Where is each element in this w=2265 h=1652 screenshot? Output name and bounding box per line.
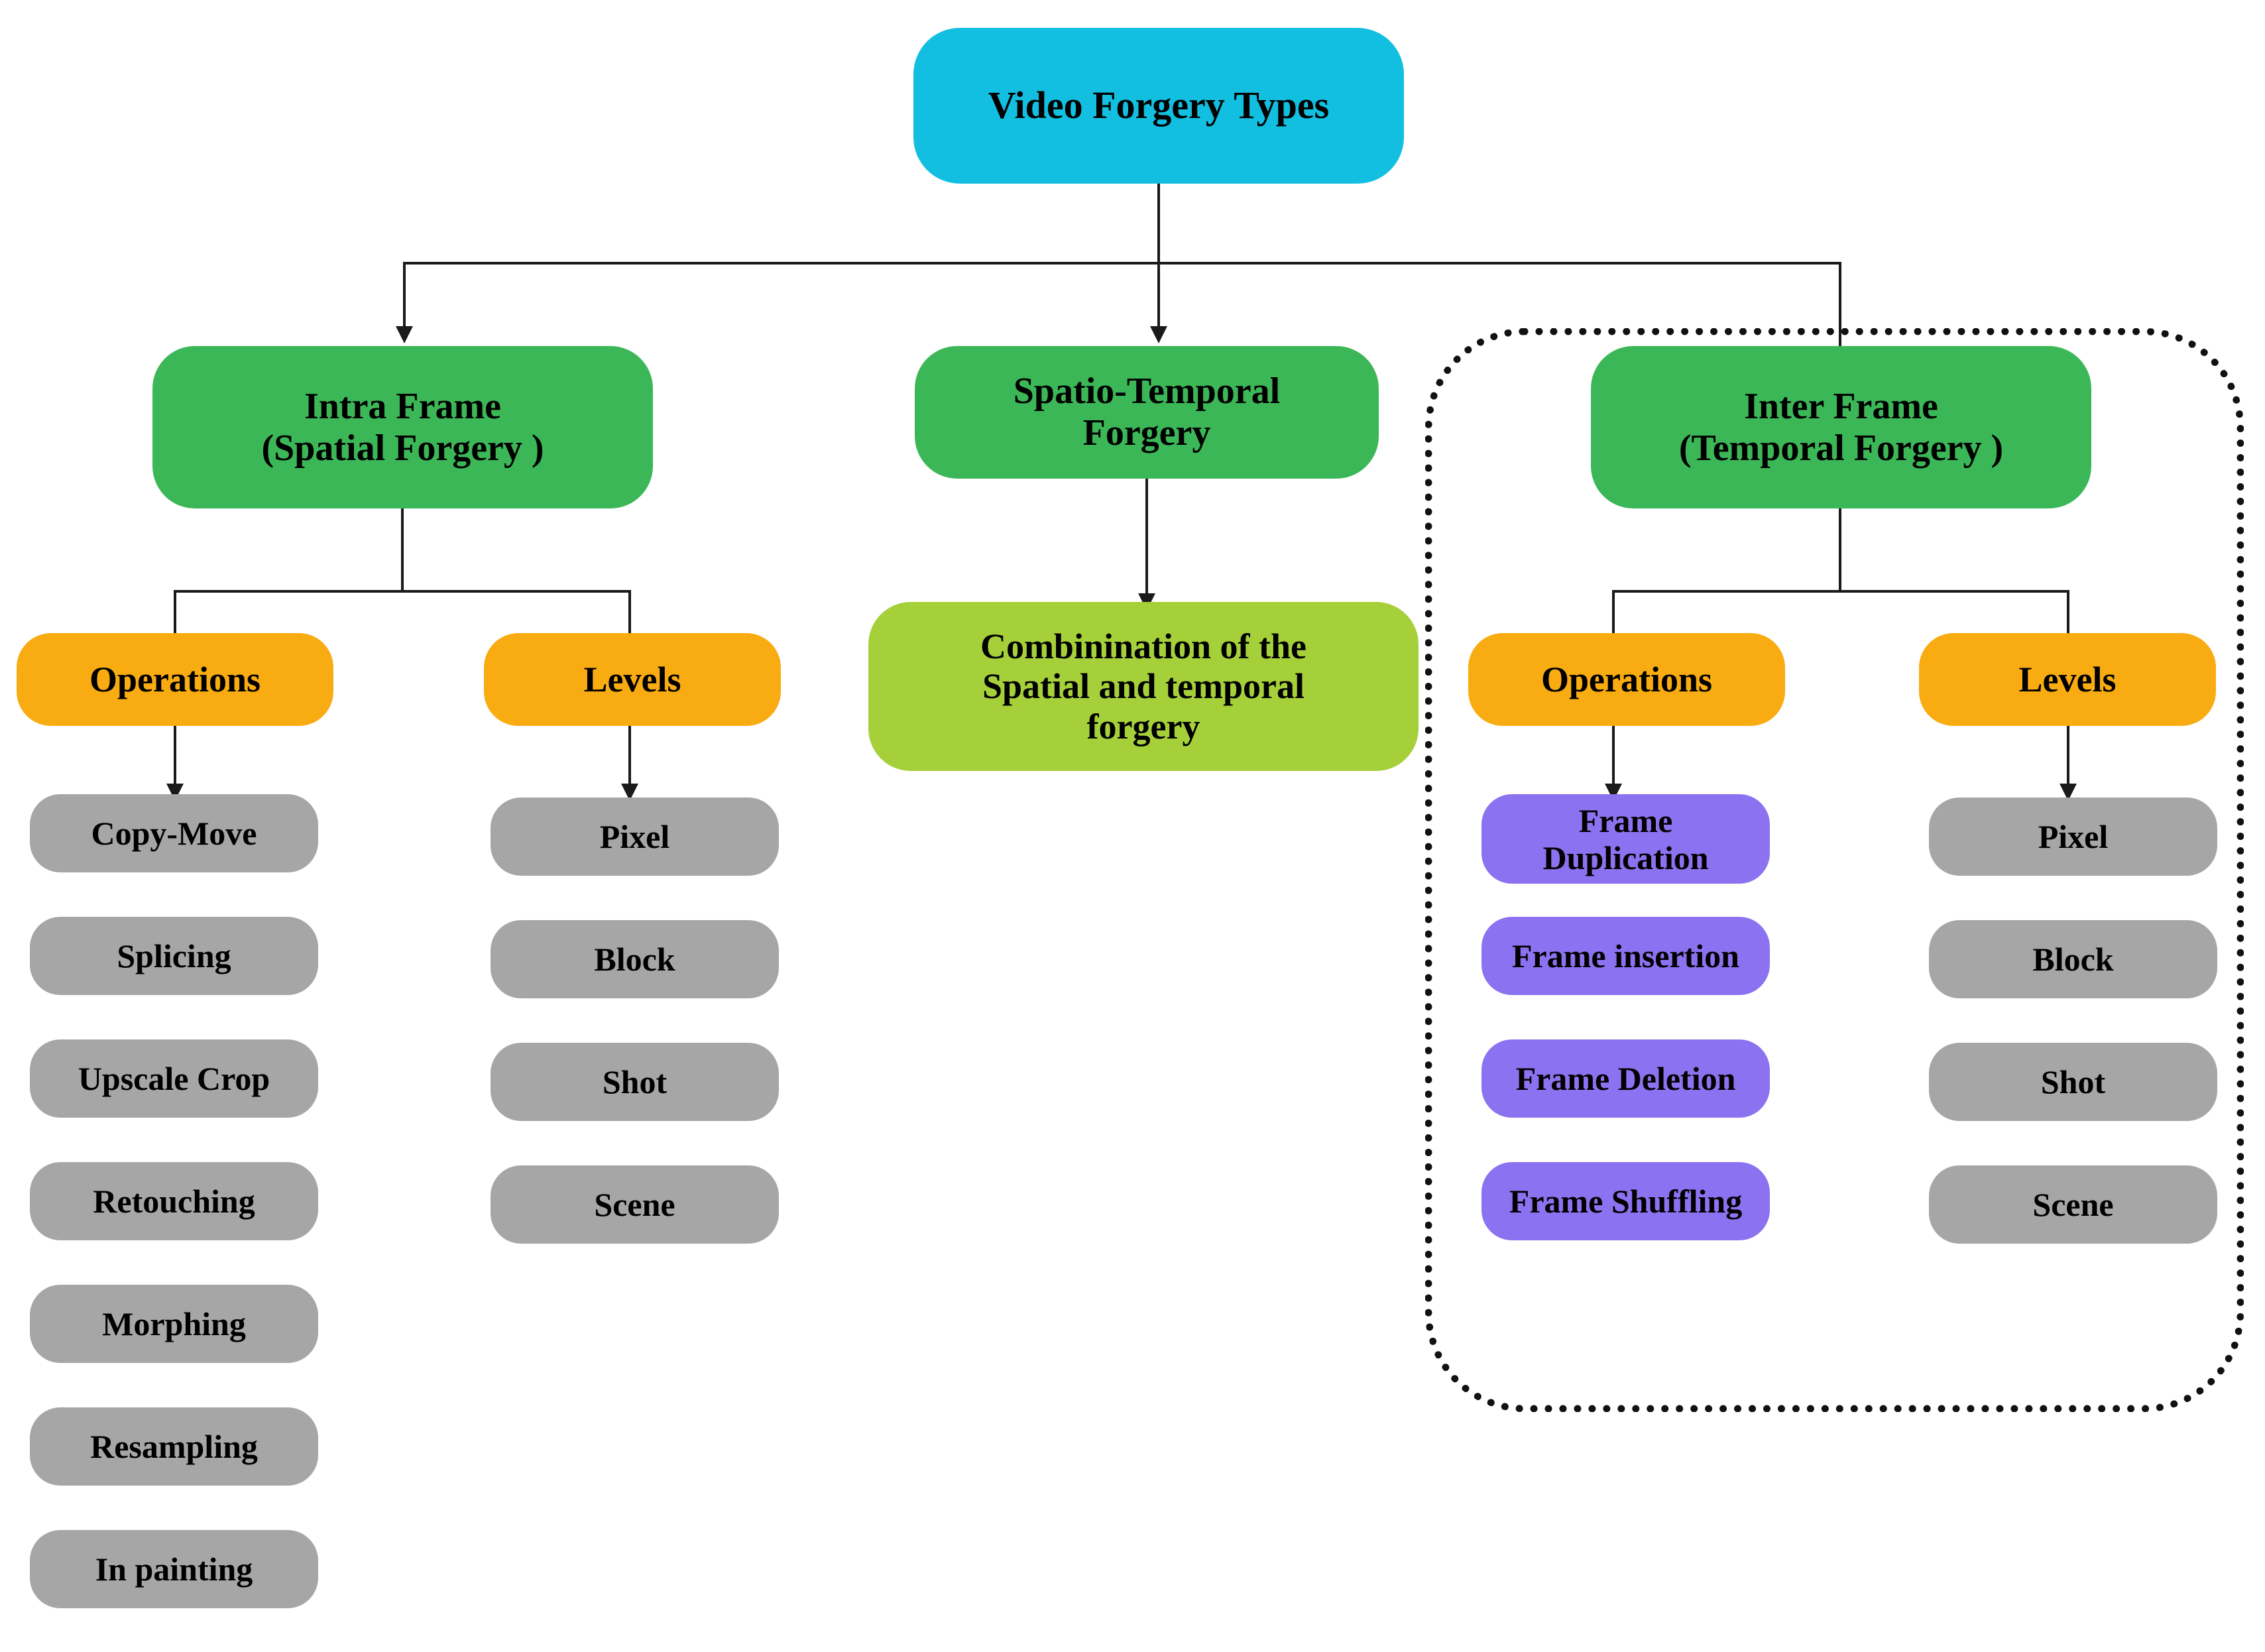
leaf-label: Morphing bbox=[102, 1305, 246, 1342]
node-label-line2: Forgery bbox=[1082, 412, 1211, 453]
node-inter-operations[interactable]: Operations bbox=[1468, 633, 1785, 726]
leaf-label: Upscale Crop bbox=[78, 1060, 270, 1097]
node-combination-spatial-temporal[interactable]: Combinination of the Spatial and tempora… bbox=[868, 602, 1419, 771]
connector-intra-stem bbox=[401, 508, 404, 591]
connector-inter-stem bbox=[1839, 508, 1841, 591]
leaf-label: Pixel bbox=[599, 818, 670, 855]
node-spatio-temporal-forgery[interactable]: Spatio-Temporal Forgery bbox=[915, 346, 1379, 479]
leaf-frame-insertion[interactable]: Frame insertion bbox=[1481, 917, 1770, 995]
connector-inter-operations-stem bbox=[1612, 726, 1615, 792]
node-inter-frame[interactable]: Inter Frame (Temporal Forgery ) bbox=[1591, 346, 2091, 508]
leaf-retouching[interactable]: Retouching bbox=[30, 1162, 318, 1240]
inter-frame-highlight-region bbox=[1425, 328, 2244, 1412]
connector-intra-fork-bus bbox=[174, 590, 631, 593]
connector-root-bus bbox=[403, 262, 1841, 265]
connector-root-to-intra bbox=[403, 262, 406, 335]
leaf-label: Retouching bbox=[93, 1183, 255, 1220]
leaf-inter-level-pixel[interactable]: Pixel bbox=[1929, 797, 2217, 876]
leaf-label: Scene bbox=[594, 1186, 675, 1223]
leaf-frame-shuffling[interactable]: Frame Shuffling bbox=[1481, 1162, 1770, 1240]
leaf-upscale-crop[interactable]: Upscale Crop bbox=[30, 1039, 318, 1118]
leaf-label: Block bbox=[2032, 941, 2114, 978]
connector-inter-fork-bus bbox=[1612, 590, 2069, 593]
leaf-resampling[interactable]: Resampling bbox=[30, 1407, 318, 1486]
connector-inter-to-levels bbox=[2067, 590, 2069, 660]
node-intra-frame[interactable]: Intra Frame (Spatial Forgery ) bbox=[152, 346, 653, 508]
node-label-line2: Spatial and temporal bbox=[982, 666, 1305, 707]
leaf-intra-level-shot[interactable]: Shot bbox=[491, 1043, 779, 1121]
node-inter-levels[interactable]: Levels bbox=[1919, 633, 2216, 726]
node-label-line1: Spatio-Temporal bbox=[1013, 371, 1281, 412]
leaf-label: Frame Deletion bbox=[1515, 1060, 1736, 1097]
connector-inter-to-operations bbox=[1612, 590, 1615, 660]
node-label-line1: Combinination of the bbox=[980, 626, 1307, 666]
node-label: Levels bbox=[583, 659, 681, 699]
node-label: Operations bbox=[1540, 659, 1712, 699]
leaf-splicing[interactable]: Splicing bbox=[30, 917, 318, 995]
leaf-inter-level-scene[interactable]: Scene bbox=[1929, 1165, 2217, 1244]
leaf-inter-level-block[interactable]: Block bbox=[1929, 920, 2217, 998]
connector-intra-to-operations bbox=[174, 590, 176, 660]
leaf-intra-level-block[interactable]: Block bbox=[491, 920, 779, 998]
leaf-label: Frame Shuffling bbox=[1509, 1183, 1743, 1220]
leaf-intra-level-scene[interactable]: Scene bbox=[491, 1165, 779, 1244]
leaf-copy-move[interactable]: Copy-Move bbox=[30, 794, 318, 872]
connector-intra-levels-stem bbox=[628, 726, 631, 792]
leaf-frame-duplication[interactable]: Frame Duplication bbox=[1481, 794, 1770, 884]
connector-intra-to-levels bbox=[628, 590, 631, 660]
leaf-morphing[interactable]: Morphing bbox=[30, 1285, 318, 1363]
node-label-line1: Inter Frame bbox=[1744, 385, 1938, 427]
leaf-label: Frame insertion bbox=[1512, 937, 1739, 974]
leaf-label: In painting bbox=[95, 1551, 253, 1588]
leaf-in-painting[interactable]: In painting bbox=[30, 1530, 318, 1608]
node-label: Operations bbox=[89, 659, 261, 699]
node-label-line2: (Spatial Forgery ) bbox=[261, 427, 544, 469]
connector-root-stem bbox=[1157, 184, 1160, 263]
arrowhead-root-to-spatio bbox=[1150, 326, 1167, 343]
leaf-label: Shot bbox=[602, 1063, 668, 1100]
connector-root-to-spatio bbox=[1157, 262, 1160, 335]
connector-intra-operations-stem bbox=[174, 726, 176, 792]
leaf-label-line2: Duplication bbox=[1542, 839, 1709, 876]
node-intra-levels[interactable]: Levels bbox=[484, 633, 781, 726]
leaf-label: Scene bbox=[2032, 1186, 2114, 1223]
connector-root-to-inter bbox=[1839, 262, 1841, 351]
node-label-line2: (Temporal Forgery ) bbox=[1678, 427, 2004, 469]
leaf-intra-level-pixel[interactable]: Pixel bbox=[491, 797, 779, 876]
node-video-forgery-types[interactable]: Video Forgery Types bbox=[913, 28, 1404, 184]
leaf-frame-deletion[interactable]: Frame Deletion bbox=[1481, 1039, 1770, 1118]
leaf-label: Resampling bbox=[90, 1428, 258, 1465]
leaf-label-line1: Frame bbox=[1578, 801, 1673, 839]
leaf-label: Shot bbox=[2040, 1063, 2106, 1100]
connector-spatio-stem bbox=[1145, 479, 1148, 601]
node-label-line1: Intra Frame bbox=[304, 385, 501, 427]
leaf-label: Splicing bbox=[117, 937, 231, 974]
arrowhead-root-to-intra bbox=[396, 326, 413, 343]
node-label: Video Forgery Types bbox=[988, 84, 1330, 127]
node-intra-operations[interactable]: Operations bbox=[17, 633, 333, 726]
leaf-label: Pixel bbox=[2038, 818, 2109, 855]
leaf-label: Block bbox=[594, 941, 675, 978]
leaf-label: Copy-Move bbox=[91, 815, 257, 852]
node-label: Levels bbox=[2018, 659, 2117, 699]
connector-inter-levels-stem bbox=[2067, 726, 2069, 792]
node-label-line3: forgery bbox=[1086, 706, 1200, 746]
leaf-inter-level-shot[interactable]: Shot bbox=[1929, 1043, 2217, 1121]
